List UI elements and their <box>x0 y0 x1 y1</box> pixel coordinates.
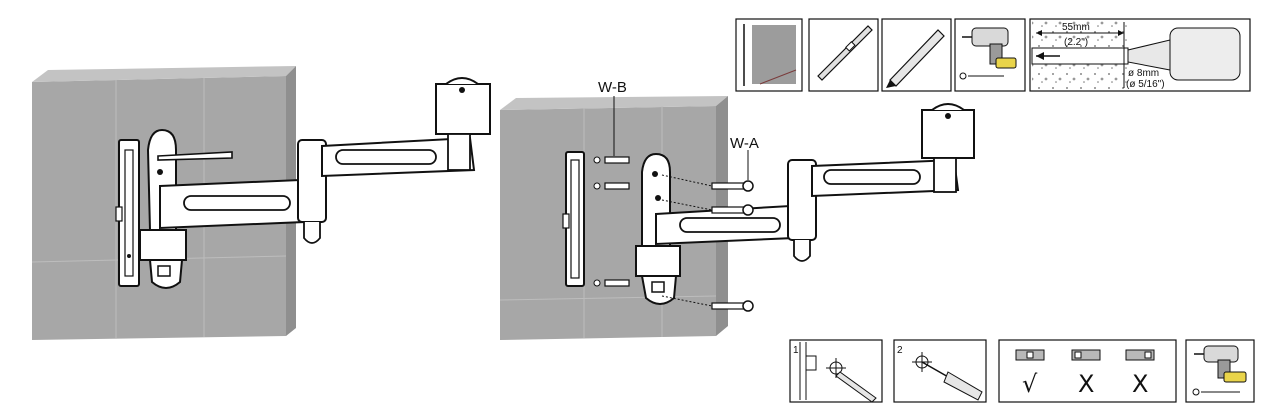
drill-depth-in: (2.2") <box>1064 37 1088 48</box>
exploded-mount-figure: W-B W-A <box>499 79 975 340</box>
lag-screw <box>661 295 754 312</box>
level-bad-mark-2: X <box>1132 370 1148 398</box>
level-bad-mark-1: X <box>1078 370 1094 398</box>
level-icon <box>808 18 879 92</box>
pencil-icon <box>881 18 952 92</box>
level-ok-mark: √ <box>1022 370 1038 398</box>
screwdriver-drill-icon <box>1185 339 1255 403</box>
swing-arm-right <box>655 158 960 262</box>
tv-mount-head-left <box>435 77 491 171</box>
screw-callout-label: W-A <box>730 135 759 152</box>
wall-plate-right <box>562 151 585 287</box>
drill-hole-icon: 2 <box>893 339 987 403</box>
tools-panel: 55mm (2.2") ø 8mm (ø 5/16") <box>735 18 1251 92</box>
wall-anchors <box>593 156 630 287</box>
callout-leaders <box>613 96 749 180</box>
drill-diameter-mm: ø 8mm <box>1128 68 1159 79</box>
drill-depth-icon: 55mm (2.2") ø 8mm (ø 5/16") <box>1029 18 1251 92</box>
steps-panel: 1 2 √ X X <box>789 339 1255 403</box>
drill-diameter-in: (ø 5/16") <box>1126 79 1165 90</box>
mark-hole-icon: 1 <box>789 339 883 403</box>
step-number-1: 1 <box>793 345 799 356</box>
wall-icon <box>735 18 803 92</box>
wall-anchor <box>593 279 630 287</box>
anchor-callout-label: W-B <box>598 79 627 96</box>
step-number-2: 2 <box>897 345 903 356</box>
level-check-icon: √ X X <box>998 339 1177 403</box>
swing-arm-left <box>159 136 476 244</box>
drill-icon <box>954 18 1026 92</box>
wall-anchor <box>593 156 630 164</box>
drill-depth-mm: 55mm <box>1062 22 1090 33</box>
assembled-mount-figure <box>31 66 491 340</box>
tv-mount-head-right <box>921 103 975 193</box>
lag-screw <box>661 174 754 192</box>
wall-anchor <box>593 182 630 190</box>
lag-screw <box>661 199 754 216</box>
wall-plate-left <box>115 139 140 287</box>
lag-screws <box>661 174 754 312</box>
